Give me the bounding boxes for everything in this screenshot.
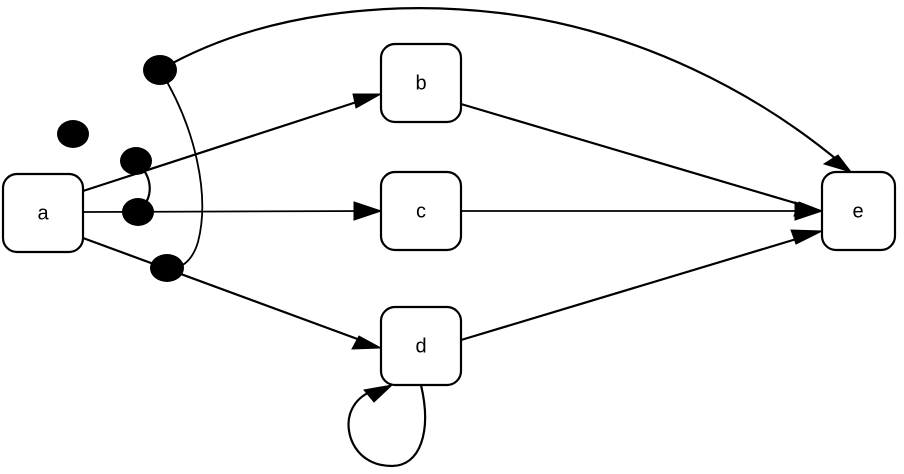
node-b-shape [379, 42, 463, 124]
node-b-label: b [415, 72, 426, 94]
edge-a-to-e-path [159, 7, 843, 165]
node-e[interactable]: e [820, 170, 897, 252]
edge-b-to-e[interactable] [460, 102, 824, 217]
edge-a-to-b-arrowhead [352, 93, 383, 109]
node-d-label: d [415, 335, 426, 357]
node-c[interactable]: c [379, 170, 463, 252]
node-d[interactable]: d [379, 305, 463, 387]
node-c-shape [379, 170, 463, 252]
nodes-layer: a b c d e [1, 42, 897, 387]
edge-d-to-e-path [460, 232, 814, 342]
edge-a-to-d-path [82, 236, 372, 346]
edge-a-to-b-path [82, 95, 373, 193]
node-c-label: c [416, 200, 426, 222]
edge-d-to-e[interactable] [460, 229, 823, 342]
edges-layer [82, 7, 853, 468]
edge-a-to-b[interactable] [82, 93, 383, 193]
node-d-shape [379, 305, 463, 387]
edge-marker-dot-5[interactable] [150, 254, 184, 282]
markers-layer [57, 55, 184, 282]
edge-c-to-e-arrowhead [794, 201, 824, 221]
node-e-shape [820, 170, 897, 252]
edge-marker-dot-4[interactable] [122, 198, 154, 226]
node-a-shape [1, 172, 85, 254]
edge-marker-dot-1[interactable] [57, 120, 89, 148]
edge-a-to-d-arrowhead [351, 335, 383, 350]
node-a[interactable]: a [1, 172, 85, 254]
edge-a-to-e[interactable] [159, 7, 853, 173]
connector-large-curve [159, 69, 204, 270]
edge-marker-dot-3[interactable] [120, 147, 152, 175]
edge-a-to-d[interactable] [82, 236, 383, 350]
edge-a-to-e-arrowhead [822, 154, 853, 173]
edge-d-to-d-path [347, 384, 427, 468]
node-e-label: e [852, 200, 863, 222]
node-b[interactable]: b [379, 42, 463, 124]
edge-d-to-d-self-loop[interactable] [347, 384, 427, 468]
edge-a-to-c-arrowhead [353, 201, 383, 221]
edge-d-to-d-arrowhead [363, 384, 394, 403]
edge-c-to-e[interactable] [461, 201, 824, 221]
node-a-label: a [37, 202, 49, 224]
edge-b-to-e-path [460, 102, 813, 210]
edge-d-to-e-arrowhead [790, 229, 823, 245]
edge-marker-dot-2[interactable] [143, 55, 177, 85]
